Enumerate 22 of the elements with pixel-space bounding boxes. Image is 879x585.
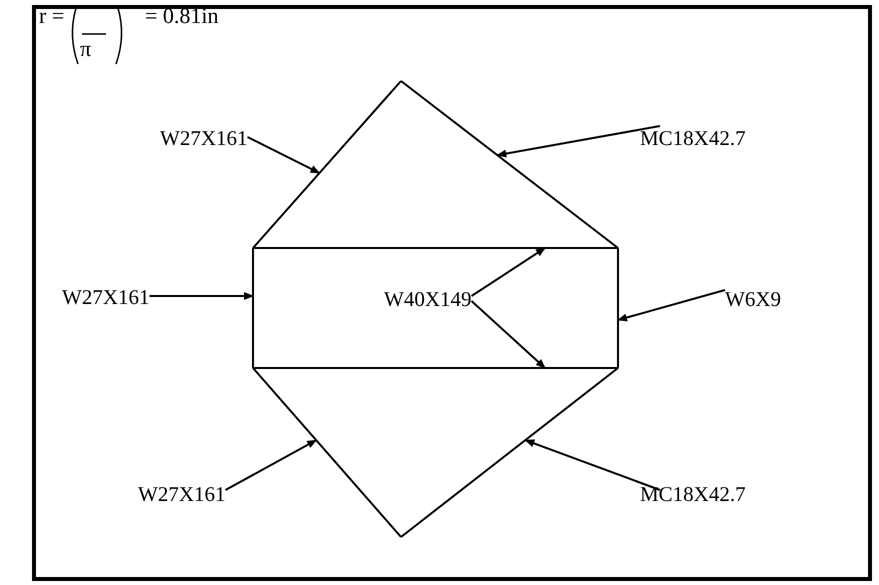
member-label: MC18X42.7 — [640, 482, 746, 506]
formula-text: π — [80, 37, 92, 61]
member-label: W27X161 — [62, 285, 150, 309]
steel-member — [252, 80, 402, 249]
steel-member — [400, 367, 619, 538]
leader-arrow — [470, 300, 546, 369]
leader-arrow — [524, 439, 660, 491]
member-label: W27X161 — [160, 126, 248, 150]
leader-arrow — [225, 439, 318, 491]
leader-arrow — [150, 292, 254, 300]
member-label: W27X161 — [138, 482, 226, 506]
member-label: MC18X42.7 — [640, 126, 746, 150]
steel-member — [252, 367, 402, 538]
leader-arrow — [496, 125, 660, 158]
formula-text: r = — [39, 4, 64, 28]
member-label: W40X149 — [384, 287, 472, 311]
leader-arrow — [617, 289, 726, 322]
leader-arrow — [247, 136, 320, 174]
steel-member — [400, 80, 619, 249]
formula-text: = 0.81in — [145, 4, 219, 28]
leader-arrow — [470, 247, 546, 297]
member-label: W6X9 — [725, 287, 781, 311]
